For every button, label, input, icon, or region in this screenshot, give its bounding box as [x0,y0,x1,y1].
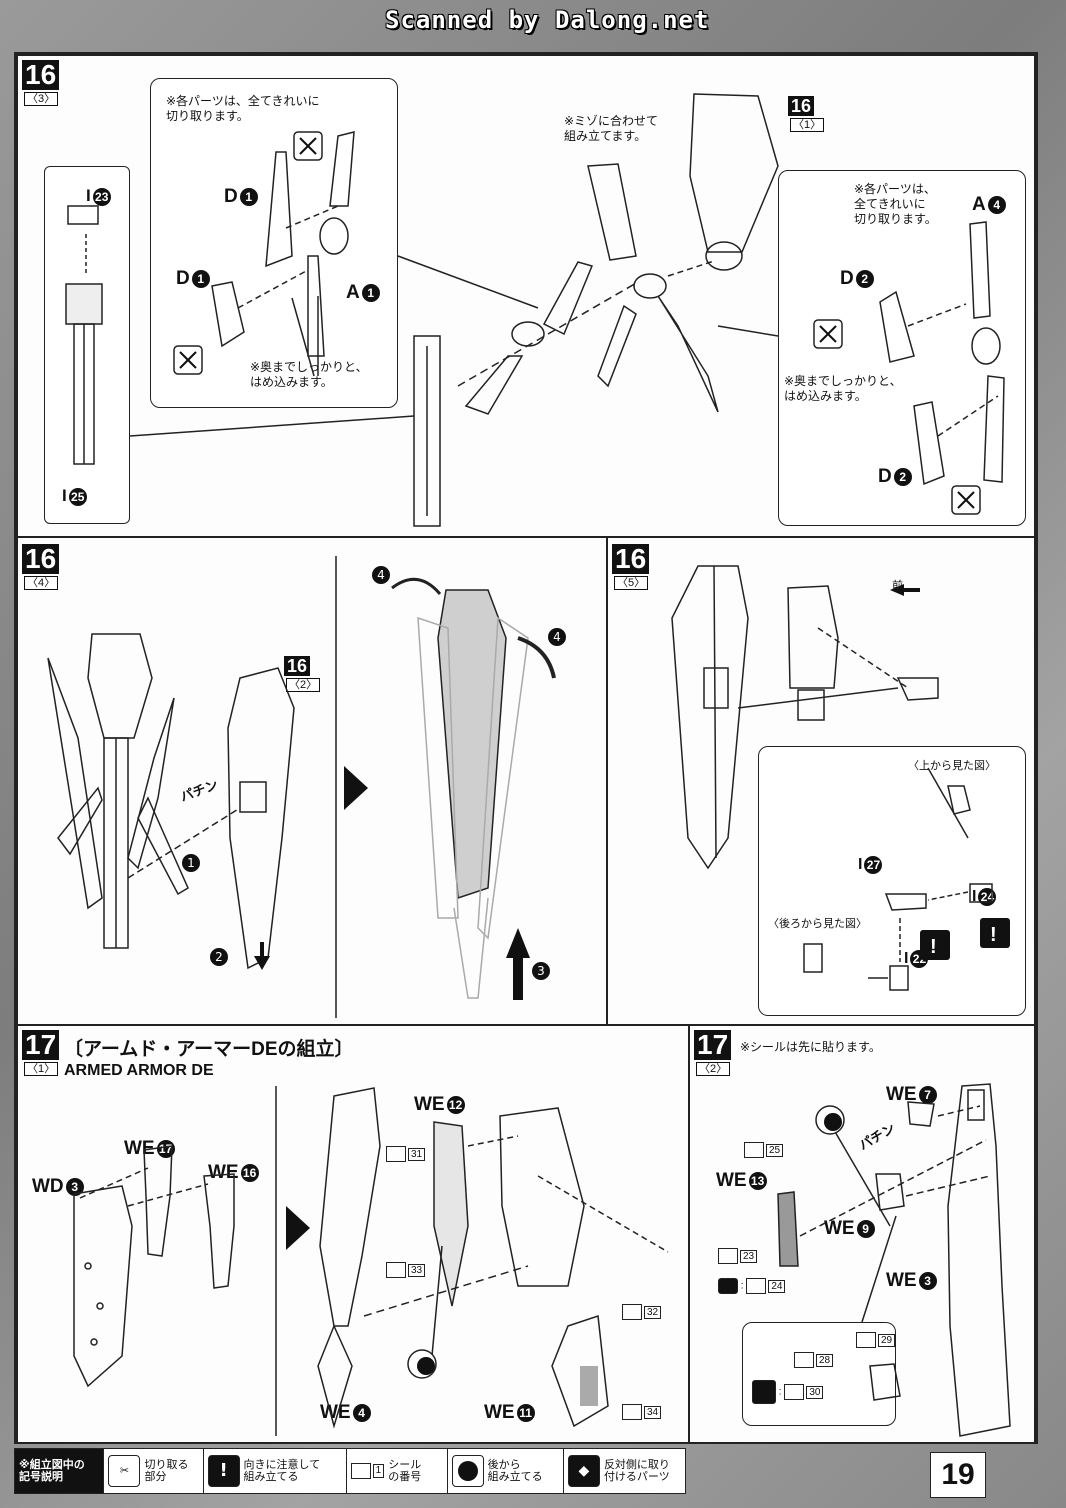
legend-opposite-side: ◆ 反対側に取り 付けるパーツ [564,1449,685,1493]
order-1: 1 [182,854,200,872]
order-2: 2 [210,948,228,966]
callout-left-assembly [150,78,398,408]
view-back-label: 〈後ろから見た図〉 [768,917,867,930]
diagram-17-1 [73,1086,669,1436]
next-arrow [286,1206,310,1250]
substep-number: 〈3〉 [24,92,59,106]
sticker-32: 32 [622,1304,662,1320]
scissors-icon: ✂ [108,1455,141,1487]
step-number: 16 [612,544,650,574]
note-cut-left: ※各パーツは、全てきれいに 切り取ります。 [166,94,320,123]
sticker-30: : 30 [752,1380,824,1404]
note-press-left: ※奥までしっかりと、 はめ込みます。 [250,360,368,389]
legend-title: ※組立図中の 記号説明 [15,1449,105,1493]
note-press-right: ※奥までしっかりと、 はめ込みます。 [784,374,902,403]
legend-later-assembly: 後から 組み立てる [448,1449,564,1493]
later-assembly-icon [451,1455,484,1487]
diagram-16-5: !! [671,565,1010,991]
step-number: 16 [22,60,60,90]
substep-number: 〈2〉 [696,1062,731,1076]
step-number: 16 [22,544,60,574]
opposite-side-icon: ◆ [567,1455,600,1487]
substep-number: 〈1〉 [24,1062,59,1076]
svg-text:!: ! [930,936,937,958]
section-title-en: ARMED ARMOR DE [64,1062,214,1079]
warning-icon: ! [207,1455,240,1487]
legend-orientation: ! 向きに注意して 組み立てる [204,1449,347,1493]
ref-step-16-1: 16 [788,96,815,116]
symbol-legend: ※組立図中の 記号説明 ✂ 切り取る 部分 ! 向きに注意して 組み立てる 1 … [14,1448,686,1494]
order-3: 3 [532,962,550,980]
order-4a: 4 [372,566,390,584]
section-title-jp: 〔アームド・アーマーDEの組立〕 [64,1039,354,1060]
step-number: 17 [22,1030,60,1060]
diagram-16-4 [47,556,556,1018]
view-top-label: 〈上から見た図〉 [908,759,996,772]
ref-substep: 〈2〉 [286,678,321,692]
sticker-24: : 24 [718,1278,786,1294]
sticker-first-note: ※シールは先に貼ります。 [740,1040,881,1054]
callout-detail-views [758,746,1026,1016]
panel-step-17-1: 17 〈1〉 〔アームド・アーマーDEの組立〕 ARMED ARMOR DE W… [16,1024,690,1444]
sticker-31: 31 [386,1146,426,1162]
diagram-16-3 [65,93,1005,527]
scan-credit: Scanned by Dalong.net [385,6,710,34]
sticker-23: 23 [718,1248,758,1264]
panel-step-16-4: 16 〈4〉 16 〈2〉 パチン 1 2 3 4 4 [16,536,608,1026]
sticker-33: 33 [386,1262,426,1278]
note-cut-right: ※各パーツは、 全てきれいに 切り取ります。 [854,182,937,226]
substep-number: 〈5〉 [614,576,649,590]
note-groove: ※ミゾに合わせて 組み立てます。 [564,114,659,143]
legend-sticker-number: 1 シール の番号 [347,1449,448,1493]
sticker-34: 34 [622,1404,662,1420]
order-4b: 4 [548,628,566,646]
next-arrow [344,766,368,810]
legend-cut: ✂ 切り取る 部分 [104,1449,204,1493]
sticker-25: 25 [744,1142,784,1158]
substep-number: 〈4〉 [24,576,59,590]
sticker-29: 29 [856,1332,896,1348]
front-direction-label: 前 [892,579,903,592]
step-number: 17 [694,1030,732,1060]
svg-text:!: ! [990,924,997,946]
ref-step-16-2: 16 [284,656,311,676]
ref-substep: 〈1〉 [790,118,825,132]
page-number: 19 [930,1452,986,1498]
sticker-28: 28 [794,1352,834,1368]
diagram-17-2 [777,1083,1011,1437]
